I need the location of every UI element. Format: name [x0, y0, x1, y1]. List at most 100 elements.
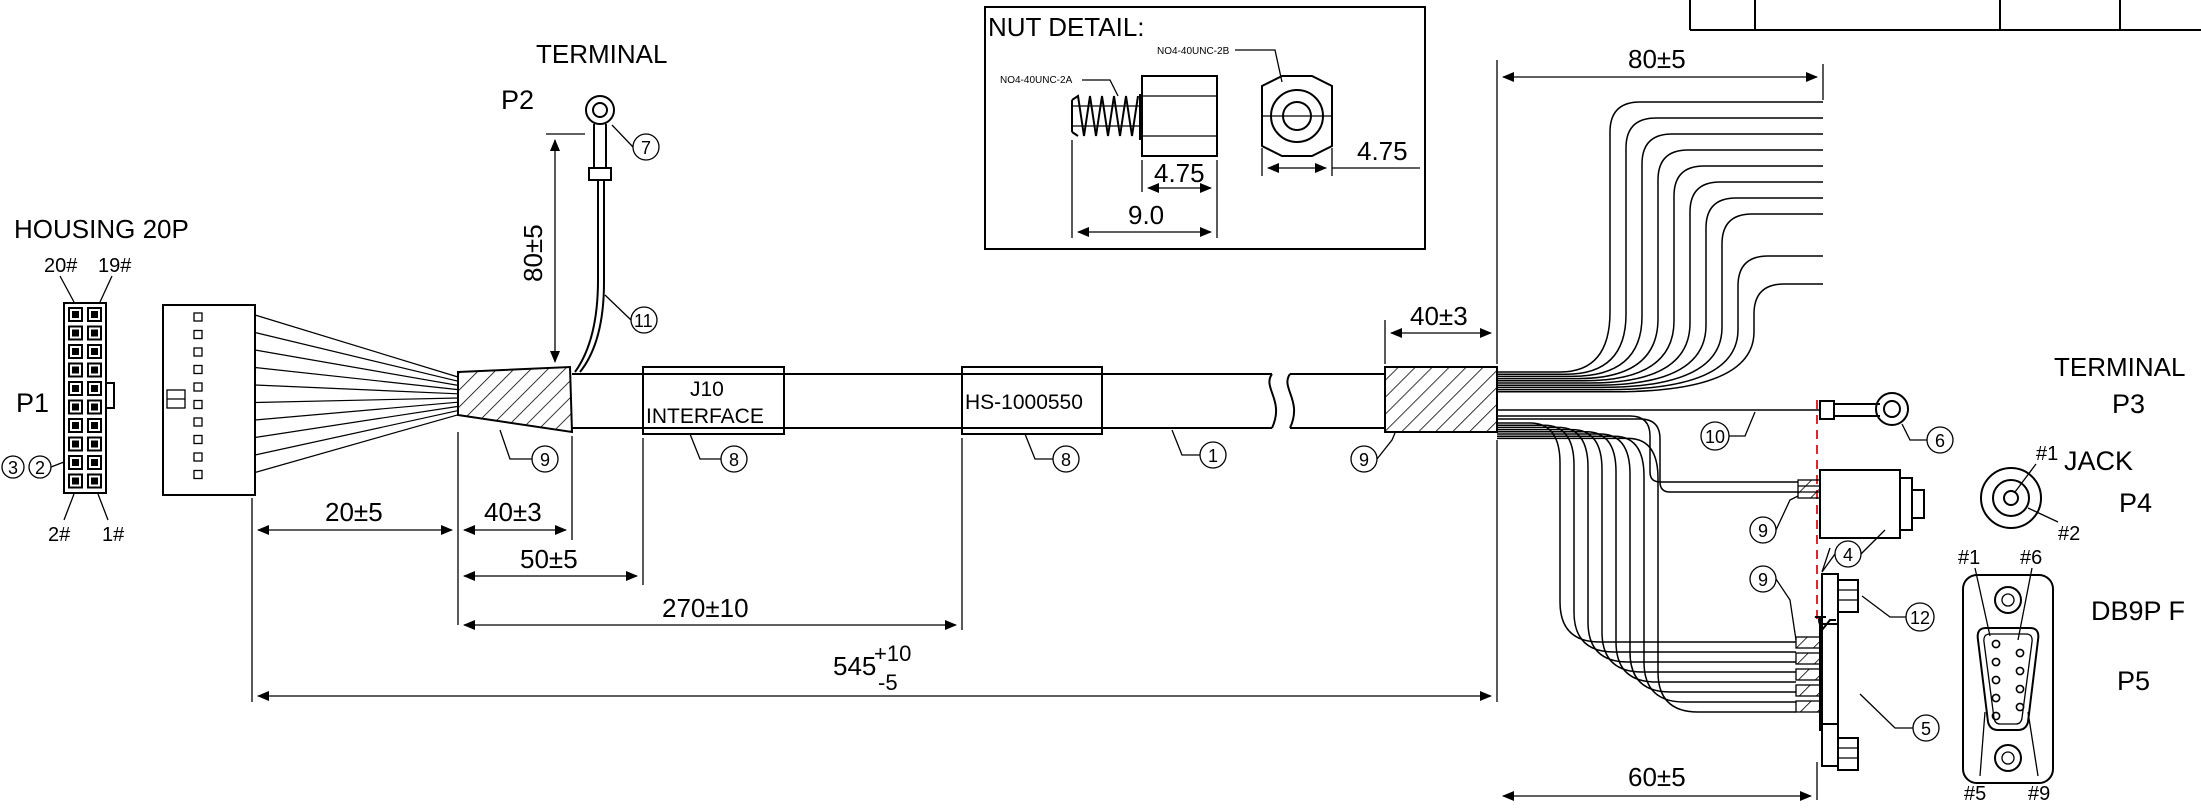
label-j10-line2: INTERFACE — [646, 405, 764, 428]
db9-p5: 9 12 5 #1 #6 #5 #9 DB9P F P5 — [1749, 547, 2185, 805]
db9-pin-6: #6 — [2020, 547, 2042, 569]
p1-contact — [193, 469, 203, 480]
p3-terminal: 6 TERMINAL P3 — [1819, 352, 2185, 454]
nut-detail: NUT DETAIL: NO4-40UNC-2A NO4-40UNC-2B — [984, 6, 1426, 250]
fan-wire — [254, 410, 459, 456]
callout-9a: 9 — [540, 450, 550, 470]
fan-wire-up — [1497, 283, 1823, 393]
hex-nut-end-view — [1261, 75, 1333, 157]
jack-pin-1: #1 — [2036, 443, 2058, 465]
callout-3: 3 — [8, 458, 18, 478]
nut-dimensions: 4.75 9.0 4.75 — [1071, 136, 1420, 238]
pin-20-label: 20# — [44, 255, 78, 277]
housing-pin-core — [91, 422, 98, 429]
fan-wire-up — [1497, 133, 1823, 378]
fan-wire — [254, 401, 459, 421]
jack-pin-2: #2 — [2058, 523, 2080, 545]
dim-80-vertical: 80±5 — [518, 133, 585, 363]
callout-5: 5 — [1921, 719, 1931, 739]
terminal-top-label: TERMINAL — [536, 39, 667, 69]
housing-pin-core — [91, 440, 98, 448]
housing-label: HOUSING 20P — [14, 214, 189, 244]
dim-545-minus: -5 — [878, 670, 898, 695]
p1-contact — [193, 364, 203, 375]
pin-19-label: 19# — [98, 255, 132, 277]
housing-pin-core — [72, 385, 79, 392]
db9-solder-cup — [1795, 652, 1821, 665]
callout-9d: 9 — [1758, 570, 1768, 590]
housing-pin — [87, 325, 102, 341]
callout-1: 1 — [1208, 446, 1218, 466]
db9-label: DB9P F — [2091, 596, 2185, 626]
housing-pin-core — [72, 459, 79, 466]
fan-wire-down — [1497, 437, 1796, 713]
fan-wire — [254, 349, 459, 386]
fan-wire-up — [1497, 181, 1823, 384]
fan-wire-down — [1497, 426, 1796, 663]
p1-contact — [193, 434, 203, 445]
nut-2a-label: NO4-40UNC-2A — [1000, 75, 1073, 86]
fan-wire-down — [1497, 424, 1796, 653]
p1-contact — [193, 329, 203, 340]
callout-7: 7 — [641, 138, 651, 158]
db9-pin — [1991, 657, 2001, 667]
db9-solder-cup — [1795, 700, 1821, 713]
db9-pin — [2015, 702, 2025, 712]
hex-standoff-side — [1141, 75, 1218, 157]
db9-shell-back — [1821, 623, 1839, 725]
label-j10-interface: J10 INTERFACE — [642, 366, 785, 435]
db9-pin — [1991, 711, 2001, 721]
p1-contact — [193, 312, 203, 322]
housing-pin — [68, 418, 83, 433]
housing-pin-core — [72, 366, 79, 374]
db9-pin — [2015, 648, 2025, 658]
housing-pin — [68, 381, 83, 396]
housing-pin — [68, 473, 83, 489]
housing-pin-core — [72, 348, 79, 355]
callout-6: 6 — [1935, 431, 1945, 451]
label-hs-1000550: HS-1000550 — [961, 366, 1103, 435]
housing-pin-core — [72, 403, 79, 411]
callout-10: 10 — [1705, 427, 1725, 447]
fan-wire-up — [1497, 255, 1823, 391]
wire-fan-left — [254, 314, 459, 474]
callout-11-group: 11 — [604, 294, 658, 334]
housing-pin-core — [91, 403, 98, 411]
left-heatshrink-boot — [457, 365, 574, 434]
callout-8a: 8 — [729, 450, 739, 470]
housing-pin-grid — [68, 307, 102, 489]
db9-pin-5: #5 — [1964, 783, 1986, 805]
wire-jack — [1497, 415, 1798, 483]
dim-nut-4-75-b: 4.75 — [1357, 136, 1408, 166]
housing-pin-core — [91, 366, 98, 374]
fan-wire — [254, 384, 459, 395]
housing-pin-core — [91, 477, 98, 485]
housing-pin-core — [72, 311, 79, 318]
housing-pin — [68, 399, 83, 415]
callout-9c: 9 — [1758, 521, 1768, 541]
db9-pin — [1991, 639, 2001, 649]
housing-pin — [87, 307, 102, 322]
dim-60-group: 60±5 — [1502, 762, 1818, 801]
fan-wire — [254, 405, 459, 439]
p3-label: P3 — [2112, 389, 2145, 419]
wire-fan-right — [1497, 101, 1823, 713]
right-heatshrink-boot — [1384, 366, 1498, 433]
fan-wire — [254, 366, 459, 391]
fan-wire — [254, 331, 459, 382]
db9-solder-cup — [1795, 636, 1821, 649]
dim-60: 60±5 — [1628, 762, 1686, 792]
dim-80-top-group: 80±5 — [1502, 44, 1824, 100]
housing-pin — [87, 362, 102, 378]
housing-pin — [68, 455, 83, 470]
dim-nut-4-75-a: 4.75 — [1154, 158, 1205, 188]
housing-pin — [68, 436, 83, 452]
housing-pin — [87, 473, 102, 489]
fan-wire-up — [1497, 101, 1823, 373]
fan-wire-up — [1497, 117, 1823, 375]
db9-pin-9: #9 — [2028, 783, 2050, 805]
dim-80-vertical-text: 80±5 — [518, 224, 548, 282]
fan-wire-down — [1497, 431, 1796, 683]
housing-pin — [87, 455, 102, 470]
